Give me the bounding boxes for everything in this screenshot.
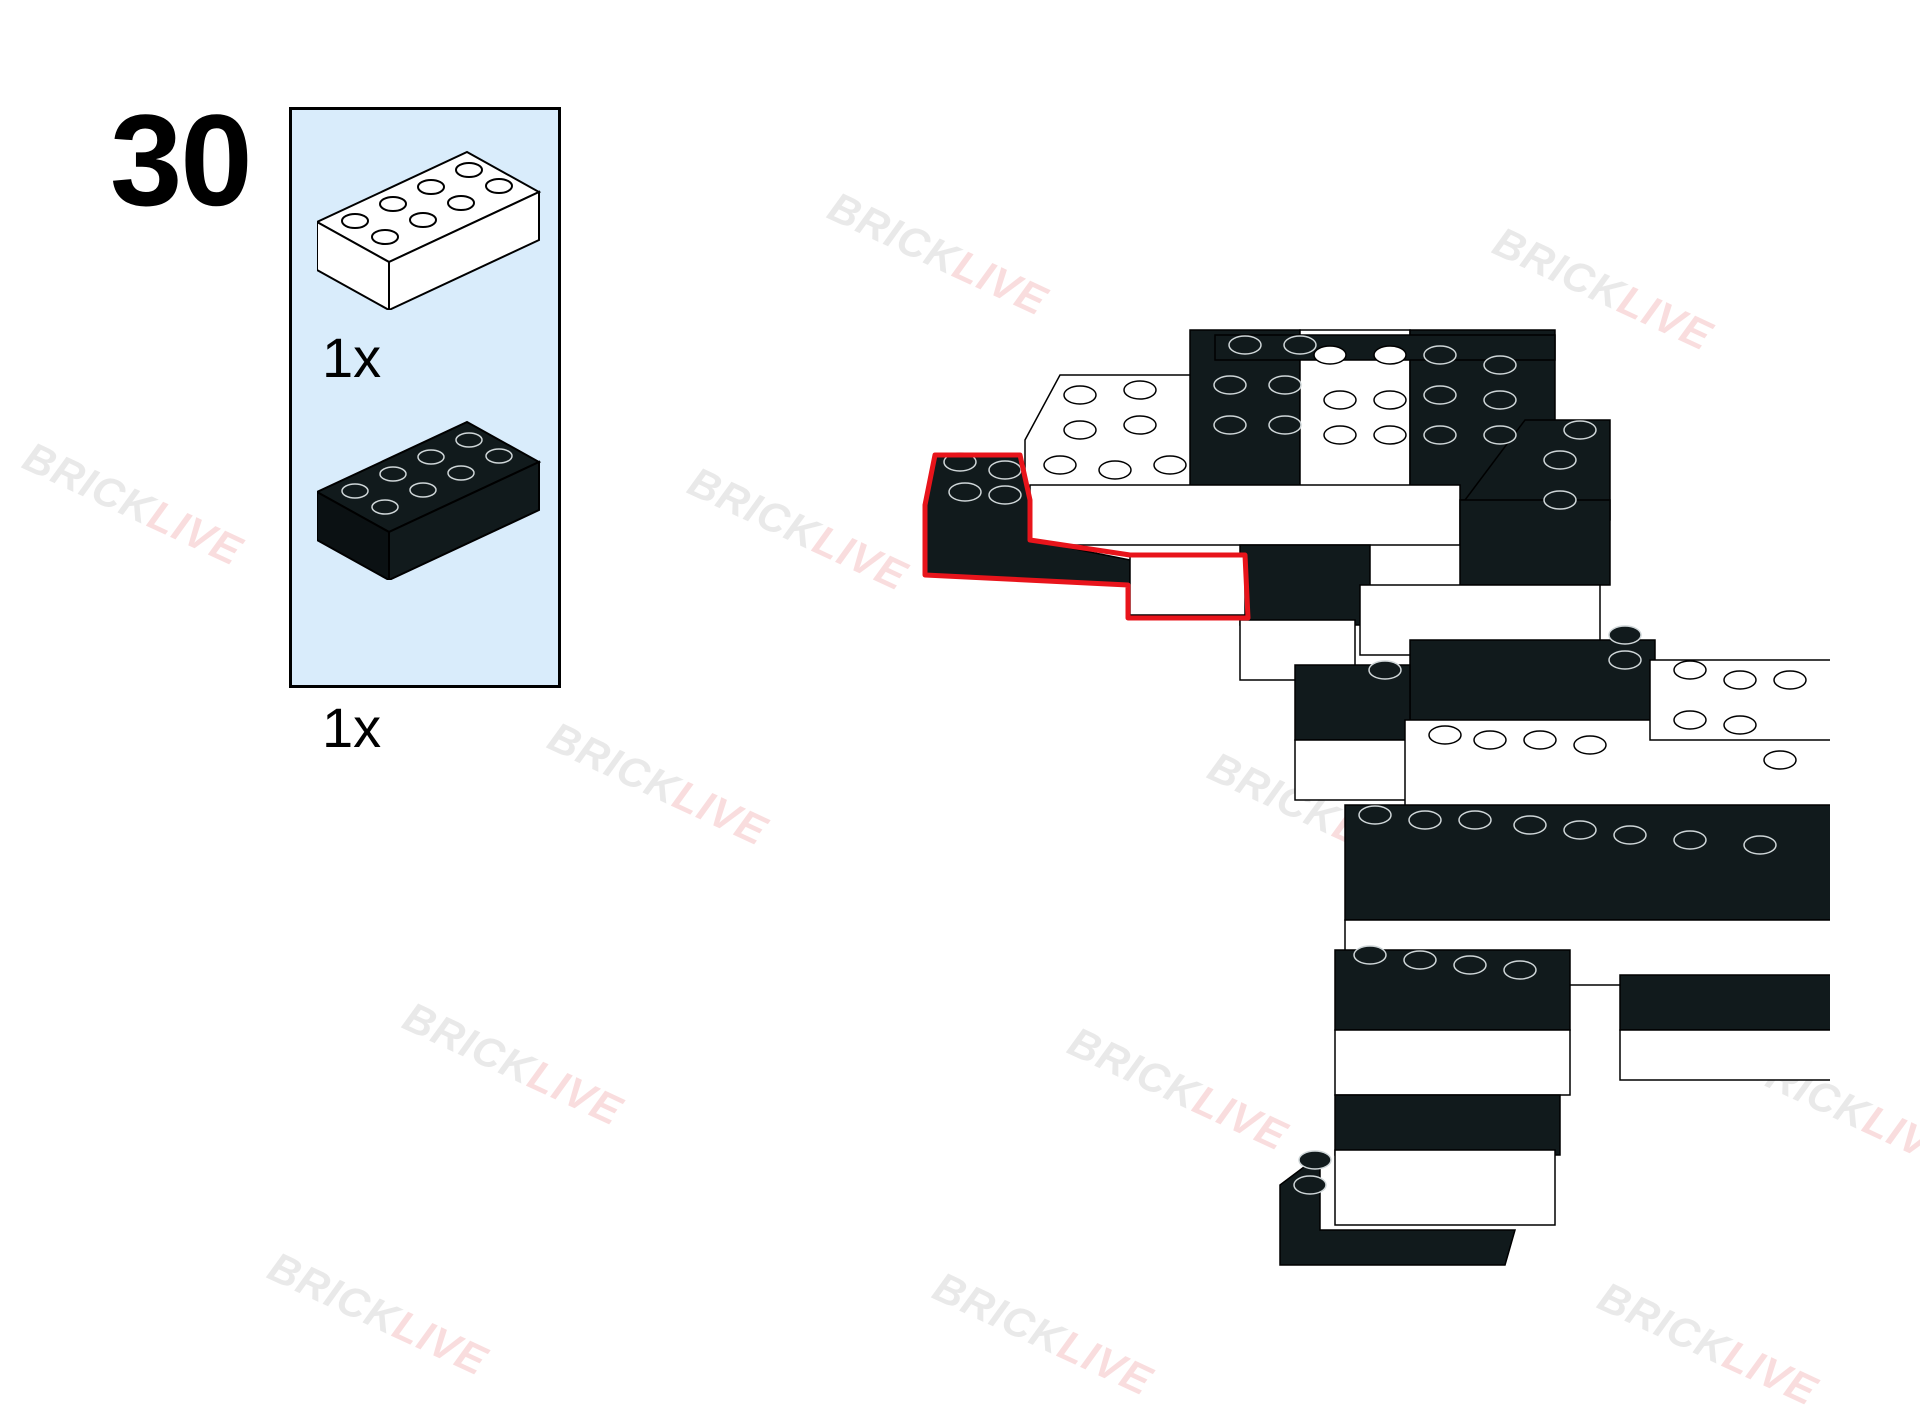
part-white-brick: 1x [292, 140, 558, 400]
step-number: 30 [110, 87, 253, 233]
part-quantity: 1x [322, 696, 382, 759]
part-quantity: 1x [322, 326, 382, 389]
white-2x4-brick-icon [317, 150, 542, 310]
parts-list: 1x 1x [289, 107, 561, 759]
part-black-brick: 1x [292, 410, 558, 759]
black-2x4-brick-icon [317, 420, 542, 580]
model-illustration [922, 329, 1830, 1266]
